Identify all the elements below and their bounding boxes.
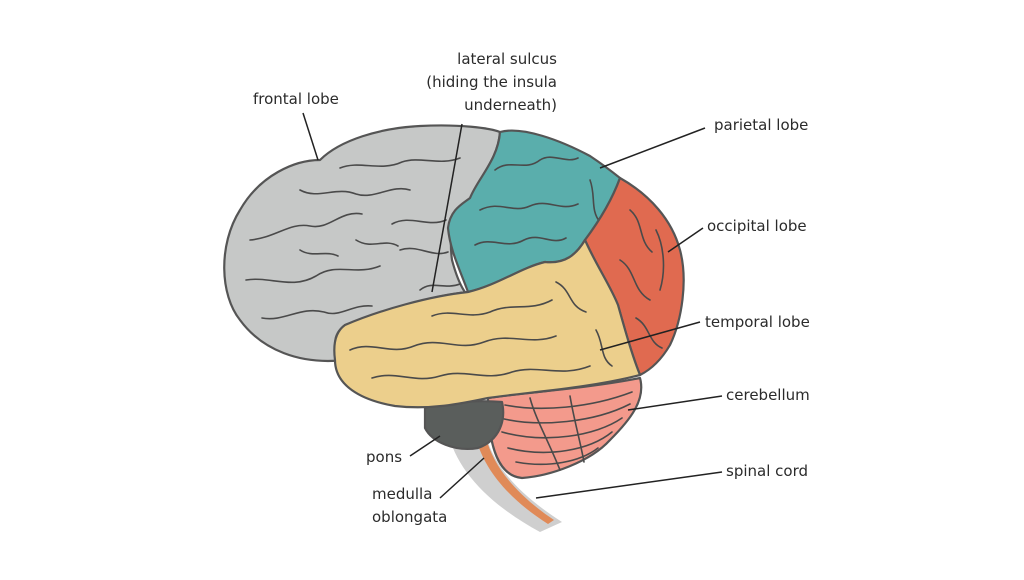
parietal-gyri	[474, 156, 601, 246]
label-lateral-sulcus-2: (hiding the insula	[426, 73, 557, 91]
lateral-sulcus-line	[431, 123, 463, 293]
temporal-lobe-region	[333, 238, 642, 409]
frontal-gyri	[245, 157, 461, 320]
label-temporal-lobe: temporal lobe	[705, 313, 810, 331]
temporal-gyri	[349, 281, 613, 380]
leader-pons	[409, 435, 441, 457]
label-spinal-cord: spinal cord	[726, 462, 808, 480]
leader-cerebellum	[627, 395, 723, 411]
label-medulla-2: oblongata	[372, 508, 447, 526]
label-frontal-lobe: frontal lobe	[253, 90, 339, 108]
leader-spinal-cord	[535, 471, 723, 499]
label-medulla-1: medulla	[372, 485, 432, 503]
label-parietal-lobe: parietal lobe	[714, 116, 808, 134]
frontal-lobe-region	[223, 124, 502, 362]
label-lateral-sulcus-1: lateral sulcus	[457, 50, 557, 68]
cerebellum-folia	[499, 391, 633, 471]
temporal-lobe-shape	[333, 238, 642, 409]
leader-lines	[302, 112, 723, 499]
leader-parietal	[599, 127, 706, 169]
label-cerebellum: cerebellum	[726, 386, 810, 404]
label-lateral-sulcus-3: underneath)	[464, 96, 557, 114]
leader-medulla	[439, 457, 485, 499]
parietal-lobe-region	[446, 129, 622, 294]
label-occipital-lobe: occipital lobe	[707, 217, 807, 235]
leader-frontal	[302, 112, 319, 161]
leader-occipital	[667, 227, 704, 253]
label-pons: pons	[366, 448, 402, 466]
leader-temporal	[599, 321, 701, 351]
occipital-gyri	[619, 209, 665, 349]
